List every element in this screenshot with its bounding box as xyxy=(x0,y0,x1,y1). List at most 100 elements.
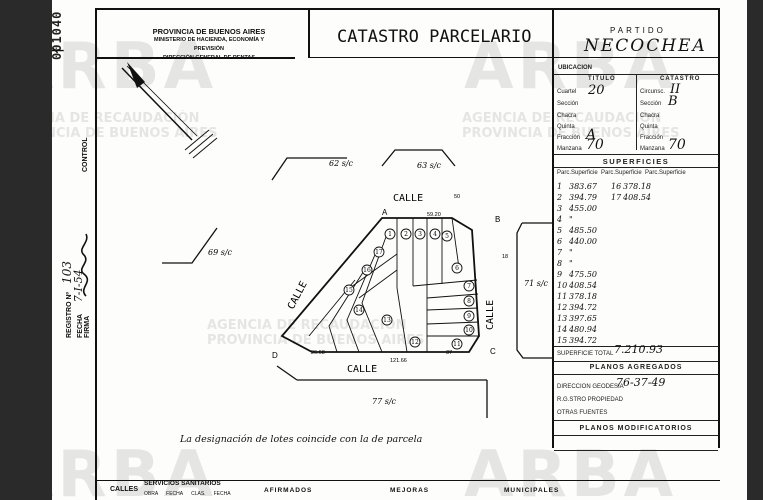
block-77 xyxy=(276,365,488,418)
parcel-number: 11 xyxy=(453,341,461,348)
right-frame-line xyxy=(718,8,720,448)
parcel-circle xyxy=(373,246,385,258)
control-label: CONTROL xyxy=(82,137,89,172)
superficie-parcel: 6 xyxy=(557,237,563,246)
cuartel-value: 20 xyxy=(588,83,605,98)
superficie-value: 455.00 xyxy=(569,204,597,213)
parcel-number: 7 xyxy=(467,283,471,290)
agency-heading: PROVINCIA DE BUENOS AIRES MINISTERIO DE … xyxy=(152,27,266,61)
geodesia-value: 76-37-49 xyxy=(616,376,666,389)
ubicacion-heading: UBICACION xyxy=(558,65,592,71)
superficie-value: " xyxy=(569,248,573,257)
watermark-arba: ARBA xyxy=(52,438,218,500)
partido-value: NECOCHEA xyxy=(584,36,707,56)
parcel-divisions xyxy=(308,217,480,353)
superficie-value: 394.72 xyxy=(569,336,597,345)
watermark-arba: ARBA xyxy=(464,30,678,104)
neighbor-71: 71 s/c xyxy=(524,279,549,288)
titulo-heading: TITULO xyxy=(588,76,616,82)
dim-50: 50 xyxy=(454,194,460,200)
parcel-number: 9 xyxy=(467,313,471,320)
superficie-row: 1 383.67 xyxy=(557,181,605,192)
dim-d: 26.68 xyxy=(311,350,325,356)
superficie-row: 3 455.00 xyxy=(557,203,605,214)
block-71 xyxy=(516,222,552,359)
right-panel-border xyxy=(552,8,554,448)
parcel-circle xyxy=(441,230,453,242)
superficie-parcel: 10 xyxy=(557,281,568,290)
neighbor-77: 77 s/c xyxy=(372,397,397,406)
registro-propiedad-label: R.G.STRO PROPIEDAD xyxy=(557,397,624,403)
superficie-value: 394.72 xyxy=(569,303,597,312)
parcel-number: 8 xyxy=(467,298,471,305)
fraccion-label-catastro: Fracción xyxy=(640,135,664,141)
parcel-circle xyxy=(451,262,463,274)
parcel-number: 15 xyxy=(345,287,353,294)
superficie-parcel: 3 xyxy=(557,204,563,213)
superficie-parcel: 12 xyxy=(557,303,568,312)
superficie-row: 8" xyxy=(557,258,605,269)
superficie-value: 378.18 xyxy=(569,292,597,301)
parcel-circle xyxy=(381,314,393,326)
planos-agregados-heading: PLANOS AGREGADOS xyxy=(589,364,683,371)
chacra-label-catastro: Chacra xyxy=(640,113,660,119)
parcel-circle xyxy=(361,264,373,276)
cadastral-sheet: ARBA ARBA ARBA ARBA AGENCIA DE RECAUDACI… xyxy=(52,0,747,500)
superficie-row: 4" xyxy=(557,214,605,225)
parcel-circle xyxy=(414,228,426,240)
page-title: CATASTRO PARCELARIO xyxy=(337,27,532,47)
superficie-parcel: 1 xyxy=(557,182,563,191)
chacra-label: Chacra xyxy=(557,113,577,119)
parcel-circle xyxy=(409,336,421,348)
title-bottom-line xyxy=(308,57,718,58)
footer-municipales: MUNICIPALES xyxy=(504,487,560,494)
dim-bottom: 121.66 xyxy=(390,358,407,364)
parcel-number: 6 xyxy=(455,265,459,272)
neighbor-63: 63 s/c xyxy=(417,161,442,170)
parcel-number: 17 xyxy=(375,249,383,256)
superficie-value: 440.00 xyxy=(569,237,597,246)
signature-scribble xyxy=(80,233,89,297)
circunsc-label: Circunsc. xyxy=(640,89,666,95)
corner-b: B xyxy=(495,215,500,224)
superficie-parcel: 11 xyxy=(557,292,568,301)
neighbor-62: 62 s/c xyxy=(329,159,354,168)
superficie-value: 383.67 xyxy=(569,182,597,191)
parcel-number: 3 xyxy=(418,231,422,238)
quinta-label: Quinta xyxy=(557,124,575,130)
parcel-circle xyxy=(463,324,475,336)
block-62 xyxy=(271,157,347,181)
parcel-circle xyxy=(463,310,475,322)
superficie-parcel: 15 xyxy=(557,336,568,345)
superficie-parcel: 4 xyxy=(557,215,563,224)
superficie-parcel: 14 xyxy=(557,325,568,334)
parcel-number: 13 xyxy=(383,317,391,324)
fraccion-label: Fracción xyxy=(557,135,581,141)
block-69 xyxy=(162,227,218,264)
left-frame-line xyxy=(95,8,97,500)
superficie-value: 397.65 xyxy=(569,314,597,323)
superficie-value: 394.79 xyxy=(569,193,597,202)
quinta-label-catastro: Quinta xyxy=(640,124,658,130)
street-top: CALLE xyxy=(393,193,423,204)
superficie-value: 475.50 xyxy=(569,270,597,279)
cuartel-label: Cuartel xyxy=(557,89,577,95)
parcel-number: 2 xyxy=(404,231,408,238)
superficie-parcel: 13 xyxy=(557,314,568,323)
corner-a: A xyxy=(382,208,388,217)
footer-mejoras: MEJORAS xyxy=(390,487,430,494)
partido-label: PARTIDO xyxy=(610,26,666,35)
firma-row: FIRMA xyxy=(84,315,91,338)
